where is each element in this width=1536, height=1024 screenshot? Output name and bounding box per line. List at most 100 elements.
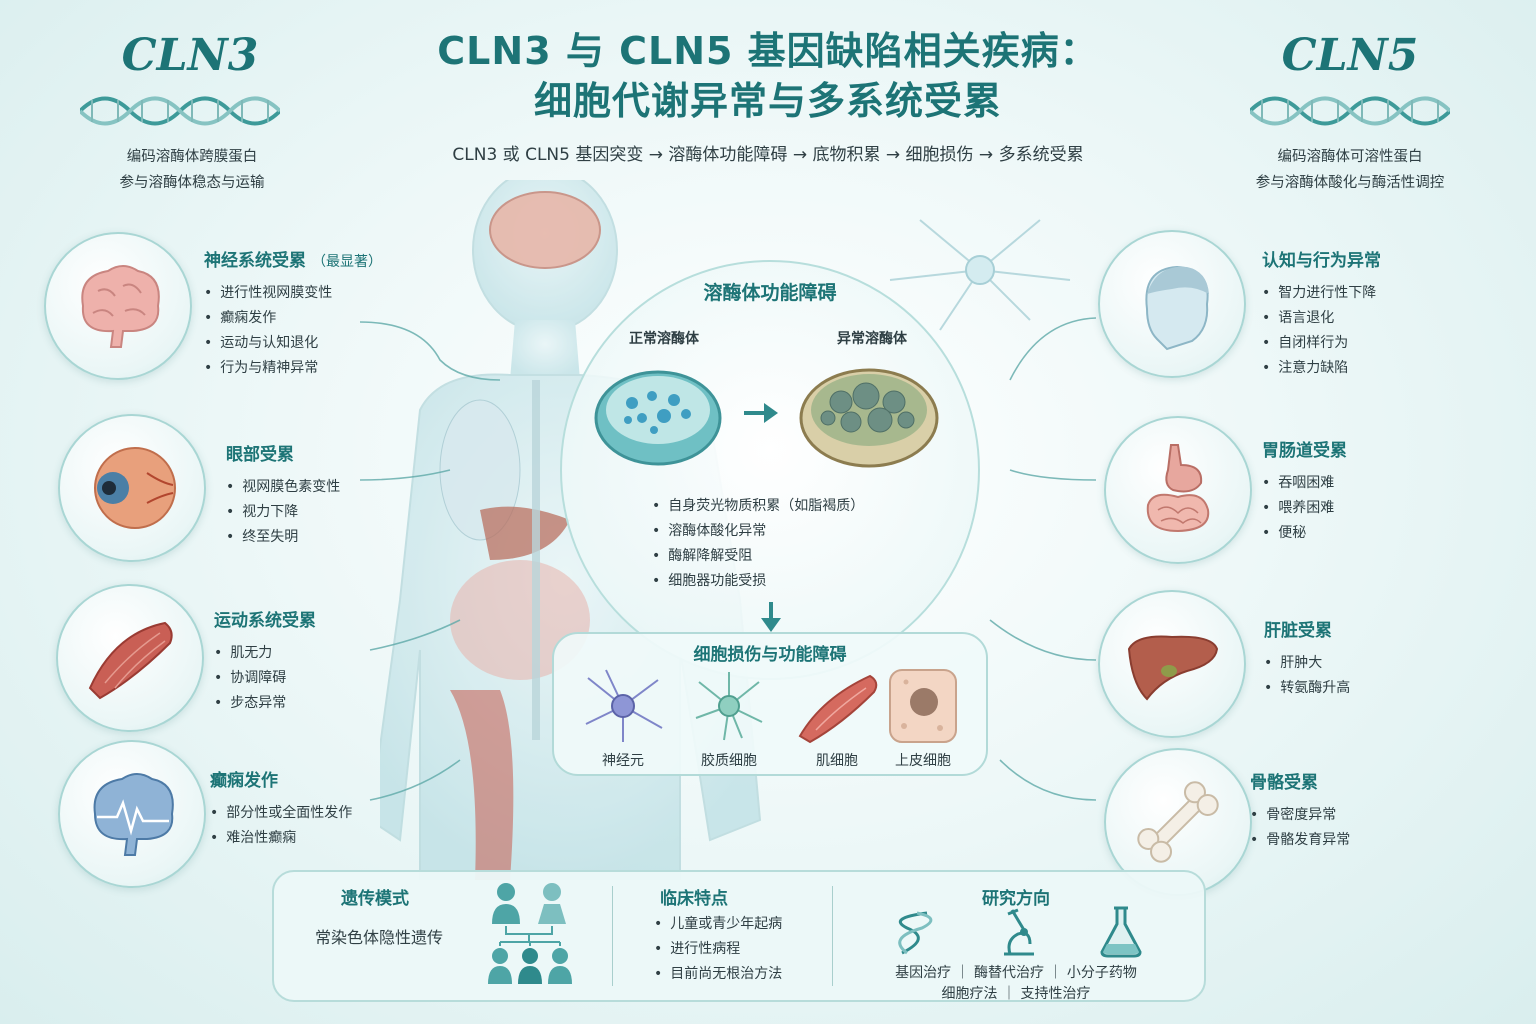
list-item: 运动与认知退化	[204, 331, 382, 356]
list-item: 语言退化	[1262, 306, 1381, 331]
list-item: 视网膜色素变性	[226, 475, 340, 500]
list-item: 转氨酶升高	[1264, 676, 1350, 701]
list-item: 智力进行性下降	[1262, 281, 1381, 306]
liver-icon-circle	[1098, 590, 1246, 738]
cell-label-neuron: 神经元	[602, 753, 644, 769]
panel-title: 癫痫发作	[210, 771, 278, 791]
list-item: 终至失明	[226, 525, 340, 550]
gene-cln3-desc-line2: 参与溶酶体稳态与运输	[119, 175, 265, 191]
gene-cln5-title: CLN5	[1281, 30, 1419, 81]
arrow-right-icon	[744, 403, 778, 423]
panel-title: 运动系统受累	[214, 611, 316, 631]
panel-title: 神经系统受累 （最显著）	[204, 246, 382, 271]
liver-icon	[1127, 635, 1219, 701]
neuron-icon	[585, 669, 663, 742]
brain-seizure-icon	[93, 773, 174, 856]
brain-icon-circle	[44, 232, 192, 380]
list-item: 便秘	[1262, 521, 1347, 546]
list-item: 行为与精神异常	[204, 356, 382, 381]
list-item: 儿童或青少年起病	[654, 912, 782, 937]
list-item: 肌无力	[214, 641, 316, 666]
panel-title: 肝脏受累	[1264, 621, 1332, 641]
normal-lysosome-icon	[594, 370, 722, 466]
inheritance-text: 常染色体隐性遗传	[314, 928, 443, 947]
list-item: 癫痫发作	[204, 306, 382, 331]
list-item: 部分性或全面性发作	[210, 801, 352, 826]
dna-helix-icon	[1250, 96, 1450, 126]
gene-cln5-desc-line2: 参与溶酶体酸化与酶活性调控	[1255, 175, 1445, 191]
panel-eye: 眼部受累 视网膜色素变性 视力下降 终至失明	[226, 440, 340, 550]
list-item: 酶解降解受阻	[652, 544, 864, 569]
panel-title: 胃肠道受累	[1262, 441, 1347, 461]
list-item: 协调障碍	[214, 666, 316, 691]
gene-cln5-desc-line1: 编码溶酶体可溶性蛋白	[1277, 149, 1423, 165]
panel-title-note: （最显著）	[312, 254, 382, 270]
bone-icon	[1137, 781, 1219, 863]
list-item: 难治性癫痫	[210, 826, 352, 851]
stomach-intestine-icon-circle	[1104, 416, 1252, 564]
eye-icon	[94, 447, 176, 529]
gene-cln3-desc-line1: 编码溶酶体跨膜蛋白	[126, 149, 258, 165]
list-item: 自身荧光物质积累（如脂褐质）	[652, 494, 864, 519]
divider	[612, 886, 613, 986]
list-item: 骨骼发育异常	[1250, 828, 1350, 853]
panel-seizure: 癫痫发作 部分性或全面性发作 难治性癫痫	[210, 766, 352, 851]
panel-title: 眼部受累	[226, 445, 294, 465]
title-line-2: 细胞代谢异常与多系统受累	[533, 79, 1002, 123]
list-item: 目前尚无根治方法	[654, 962, 782, 987]
clinical-title: 临床特点	[660, 889, 728, 909]
cell-label-glial: 胶质细胞	[701, 753, 757, 769]
list-item: 注意力缺陷	[1262, 356, 1381, 381]
research-line-2: 细胞疗法 ｜ 支持性治疗	[941, 986, 1091, 1002]
divider	[832, 886, 833, 986]
list-item: 进行性病程	[654, 937, 782, 962]
list-item: 细胞器功能受损	[652, 569, 864, 594]
panel-title: 认知与行为异常	[1262, 251, 1381, 271]
lysosome-section-title: 溶酶体功能障碍	[703, 282, 837, 304]
inheritance-title: 遗传模式	[341, 889, 409, 909]
microscope-icon	[1004, 908, 1034, 956]
panel-motor: 运动系统受累 肌无力 协调障碍 步态异常	[214, 606, 316, 716]
list-item: 溶酶体酸化异常	[652, 519, 864, 544]
abnormal-lysosome-label: 异常溶酶体	[837, 331, 907, 347]
list-item: 自闭样行为	[1262, 331, 1381, 356]
cell-label-muscle: 肌细胞	[816, 753, 858, 769]
list-item: 视力下降	[226, 500, 340, 525]
pathway-flow: CLN3 或 CLN5 基因突变 → 溶酶体功能障碍 → 底物积累 → 细胞损伤…	[452, 145, 1084, 165]
panel-cognitive: 认知与行为异常 智力进行性下降 语言退化 自闭样行为 注意力缺陷	[1262, 246, 1381, 381]
brain-seizure-icon-circle	[58, 740, 206, 888]
abnormal-lysosome-icon	[799, 368, 939, 468]
gene-cln5-description: 编码溶酶体可溶性蛋白 参与溶酶体酸化与酶活性调控	[1210, 144, 1490, 196]
panel-title: 骨骼受累	[1250, 773, 1318, 793]
research-line-1: 基因治疗 ｜ 酶替代治疗 ｜ 小分子药物	[895, 965, 1137, 981]
title-line-1: CLN3 与 CLN5 基因缺陷相关疾病：	[437, 29, 1099, 73]
glial-cell-icon	[695, 672, 763, 741]
lysosome-findings: 自身荧光物质积累（如脂褐质） 溶酶体酸化异常 酶解降解受阻 细胞器功能受损	[652, 494, 864, 594]
list-item: 进行性视网膜变性	[204, 281, 382, 306]
page-title: CLN3 与 CLN5 基因缺陷相关疾病： 细胞代谢异常与多系统受累	[330, 26, 1206, 126]
list-item: 喂养困难	[1262, 496, 1347, 521]
list-item: 骨密度异常	[1250, 803, 1350, 828]
list-item: 肝肿大	[1264, 651, 1350, 676]
clinical-list: 儿童或青少年起病 进行性病程 目前尚无根治方法	[654, 912, 782, 987]
panel-liver: 肝脏受累 肝肿大 转氨酶升高	[1264, 616, 1350, 701]
research-title: 研究方向	[982, 889, 1050, 909]
dna-icon	[898, 911, 933, 955]
cell-damage-title: 细胞损伤与功能障碍	[693, 645, 847, 665]
muscle-icon	[88, 621, 173, 700]
panel-bone: 骨骼受累 骨密度异常 骨骼发育异常	[1250, 768, 1350, 853]
cell-label-epithelial: 上皮细胞	[895, 753, 951, 769]
stomach-intestine-icon	[1146, 444, 1210, 533]
gene-cln3-description: 编码溶酶体跨膜蛋白 参与溶酶体稳态与运输	[52, 144, 332, 196]
normal-lysosome-label: 正常溶酶体	[629, 331, 699, 347]
arrow-down-icon	[761, 602, 781, 632]
panel-nervous-system: 神经系统受累 （最显著） 进行性视网膜变性 癫痫发作 运动与认知退化 行为与精神异…	[204, 246, 382, 381]
child-head-icon	[1145, 265, 1209, 351]
panel-title-text: 神经系统受累	[204, 251, 306, 271]
list-item: 吞咽困难	[1262, 471, 1347, 496]
child-head-icon-circle	[1098, 230, 1246, 378]
body-brain	[489, 191, 601, 269]
gene-cln3-title: CLN3	[121, 30, 259, 81]
panel-gastrointestinal: 胃肠道受累 吞咽困难 喂养困难 便秘	[1262, 436, 1347, 546]
